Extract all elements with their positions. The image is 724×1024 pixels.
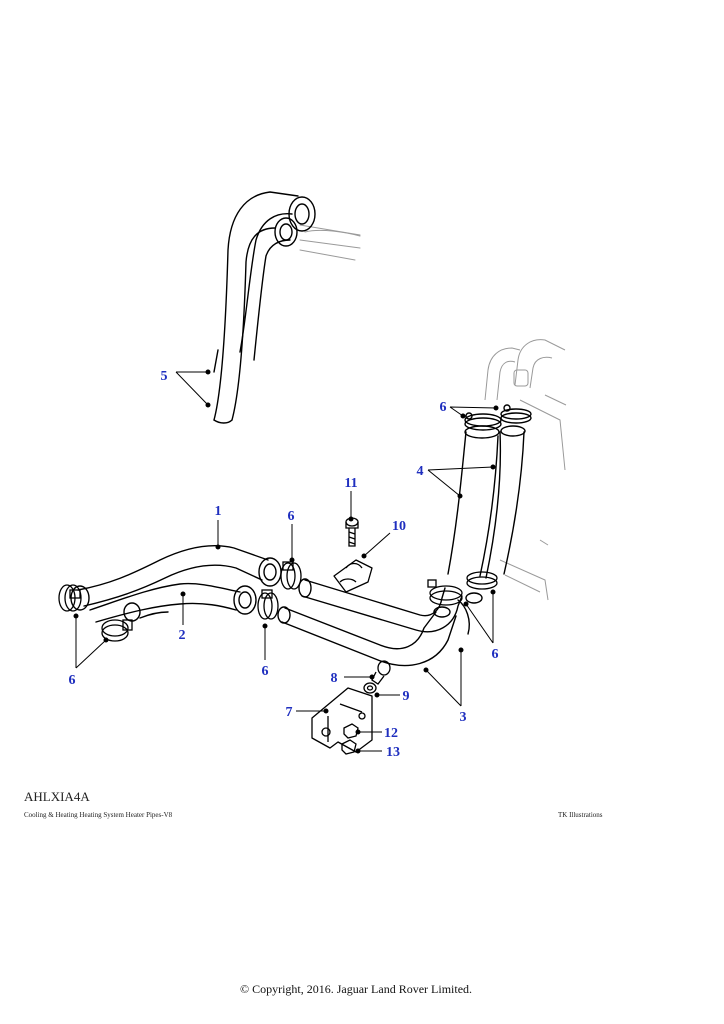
callout-5: 5 [161,369,168,384]
callout-7: 7 [286,705,293,720]
part-1-2-heater-pipes [70,545,282,623]
callout-2: 2 [179,628,186,643]
callout-9: 9 [403,689,410,704]
callout-6-lower-left: 6 [69,673,76,688]
copyright-notice: © Copyright, 2016. Jaguar Land Rover Lim… [239,982,473,996]
callout-4: 4 [417,464,424,479]
part-3-heater-tube [277,578,483,667]
diagram-caption: Cooling & Heating Heating System Heater … [24,811,173,819]
part-7-bracket [311,687,373,753]
callout-3: 3 [460,710,467,725]
callout-1: 1 [215,504,222,519]
part-6-hose-clamps [58,561,498,642]
part-8-bolt [371,660,391,685]
callout-labels: 1 2 3 4 5 6 6 6 6 6 7 8 9 10 11 12 13 [69,369,499,760]
part-11-bolt [345,517,359,547]
part-9-washer [363,682,377,694]
part-12-nut [343,723,359,739]
heater-box-outline [484,339,567,601]
callout-6-lower-right: 6 [492,647,499,662]
part-5-heater-hose [213,191,361,424]
callout-6-upper-right: 6 [440,400,447,415]
callout-12: 12 [384,726,398,741]
callout-10: 10 [392,519,406,534]
illustration-credit: TK Illustrations [558,811,603,819]
part-4-vertical-hoses [447,404,532,579]
part-13-nut [341,739,357,755]
callout-8: 8 [331,671,338,686]
callout-6-middle-top: 6 [288,509,295,524]
leader-lines [73,369,499,754]
callout-6-middle-bottom: 6 [262,664,269,679]
part-10-pipe-clip [333,559,373,593]
callout-11: 11 [344,476,357,491]
drawing-code: AHLXIA4A [24,789,90,804]
callout-13: 13 [386,745,400,760]
